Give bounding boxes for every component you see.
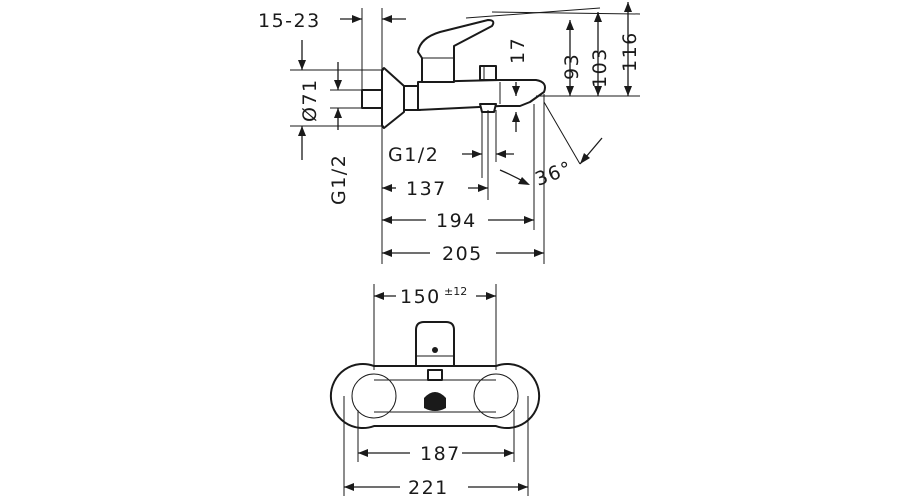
label-center-spacing: 150 bbox=[400, 286, 441, 308]
label-length-194: 194 bbox=[436, 210, 477, 232]
side-extension-lines bbox=[290, 7, 641, 264]
dim-length-137: 137 bbox=[382, 178, 488, 200]
label-outer-width: 221 bbox=[408, 477, 449, 499]
left-flange-front bbox=[351, 373, 397, 419]
dim-height-103: 103 bbox=[589, 12, 611, 96]
aerator-front bbox=[424, 392, 446, 411]
front-view: 150 ±12 187 221 bbox=[329, 284, 541, 499]
spout-aerator bbox=[479, 103, 497, 113]
dim-length-194: 194 bbox=[382, 210, 534, 232]
label-flow-spacing: 15-23 bbox=[258, 10, 321, 32]
label-outlet-thread: G1/2 bbox=[388, 144, 439, 166]
dim-inlet-thread: G1/2 bbox=[328, 62, 350, 205]
dim-height-93: 93 bbox=[561, 20, 583, 96]
dim-length-205: 205 bbox=[382, 243, 544, 265]
inlet-nut bbox=[361, 89, 383, 109]
wall-flange-side bbox=[381, 67, 405, 129]
lever-handle-front bbox=[415, 321, 455, 367]
dim-inner-width: 187 bbox=[358, 443, 514, 465]
right-flange-front bbox=[473, 373, 519, 419]
label-center-tolerance: ±12 bbox=[444, 285, 467, 298]
dim-flow-spacing: 15-23 bbox=[258, 10, 406, 32]
label-height-93: 93 bbox=[561, 53, 583, 80]
dim-outlet-thread: G1/2 bbox=[388, 144, 514, 166]
dim-center-spacing: 150 ±12 bbox=[374, 285, 496, 308]
lever-handle bbox=[417, 19, 495, 83]
dim-spout-angle: 36° bbox=[499, 137, 603, 191]
side-view: 15-23 Ø71 G1/2 17 bbox=[258, 2, 641, 265]
dim-outer-width: 221 bbox=[344, 477, 528, 499]
label-length-137: 137 bbox=[406, 178, 447, 200]
diverter-front bbox=[427, 369, 443, 381]
label-inner-width: 187 bbox=[420, 443, 461, 465]
dim-height-116: 116 bbox=[619, 2, 641, 96]
label-length-205: 205 bbox=[442, 243, 483, 265]
diverter-knob bbox=[479, 65, 497, 81]
label-spout-angle: 36° bbox=[532, 157, 575, 191]
label-inlet-thread: G1/2 bbox=[328, 154, 350, 205]
dim-flange-diameter: Ø71 bbox=[298, 40, 321, 160]
label-flange-diameter: Ø71 bbox=[299, 78, 321, 122]
dim-spout-drop: 17 bbox=[507, 37, 529, 132]
label-height-103: 103 bbox=[589, 47, 611, 88]
label-spout-drop: 17 bbox=[507, 37, 529, 64]
label-height-116: 116 bbox=[619, 31, 641, 72]
